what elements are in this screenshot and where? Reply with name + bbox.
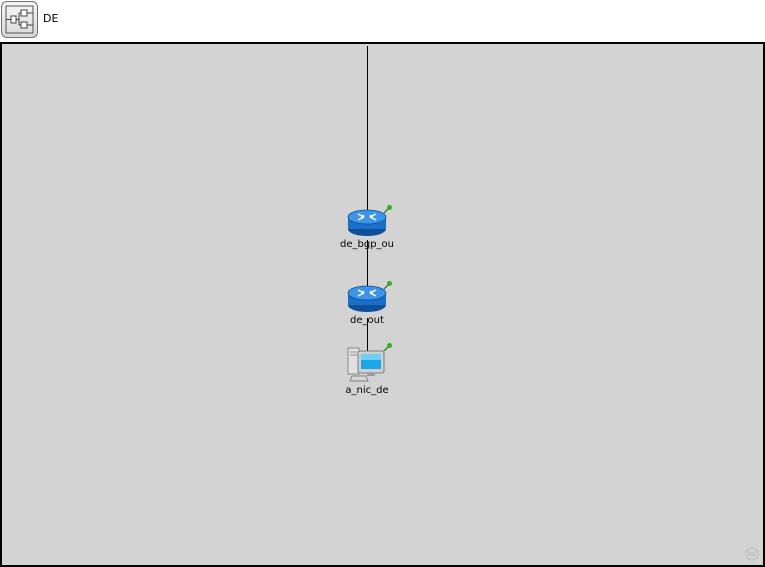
node-a-nic-de[interactable]: a_nic_de	[327, 342, 407, 397]
node-label: a_nic_de	[345, 385, 389, 396]
module-header: DE	[0, 0, 765, 42]
link-de-out-to-a-nic-de[interactable]	[367, 318, 368, 358]
link-de-bgp-ou-to-de-out[interactable]	[367, 240, 368, 300]
link-top-to-de-bgp-ou[interactable]	[367, 46, 368, 214]
node-label: de_bgp_ou	[340, 239, 394, 250]
node-label: de_out	[350, 315, 384, 326]
router-icon	[347, 285, 387, 312]
node-de-out[interactable]: de_out	[327, 280, 407, 327]
node-de-bgp-ou[interactable]: de_bgp_ou	[327, 204, 407, 251]
zoom-indicator-icon[interactable]	[745, 547, 759, 561]
computer-icon	[347, 347, 385, 382]
module-title: DE	[43, 12, 59, 25]
pin-icon	[383, 343, 392, 352]
pin-icon	[383, 205, 392, 214]
pin-icon	[383, 281, 392, 290]
network-canvas[interactable]: de_bgp_ou de_out	[0, 42, 765, 567]
compound-module-icon[interactable]	[1, 1, 38, 38]
router-icon	[347, 209, 387, 236]
